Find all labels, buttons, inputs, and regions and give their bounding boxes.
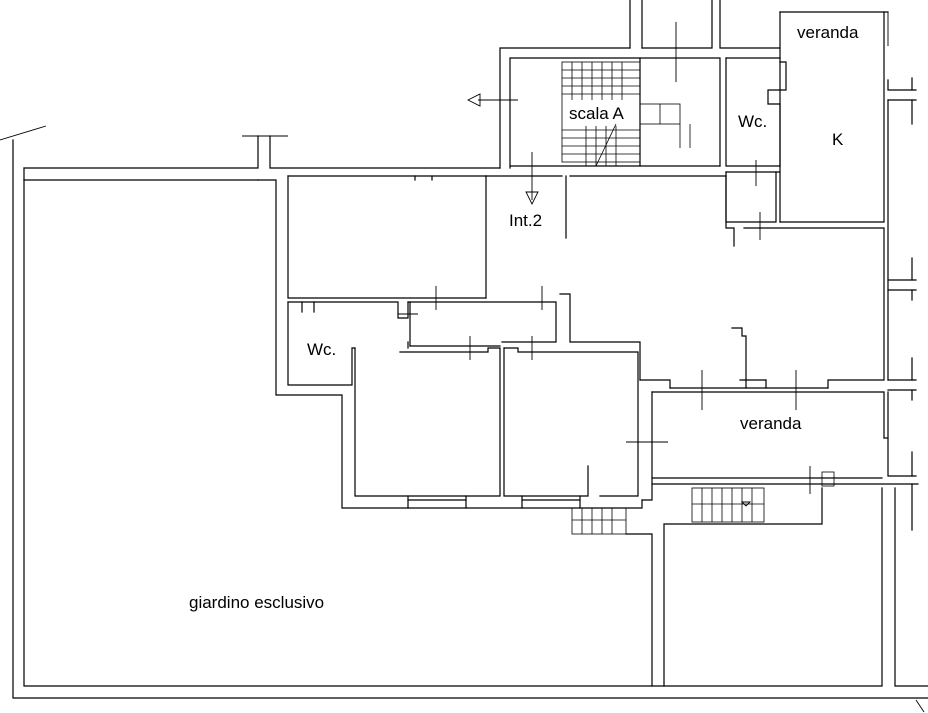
label-wc-right: Wc. bbox=[738, 112, 767, 131]
label-garden: giardino esclusivo bbox=[189, 593, 324, 612]
label-int-2: Int.2 bbox=[509, 211, 542, 230]
label-scala-a: scala A bbox=[569, 104, 624, 123]
direction-arrows bbox=[466, 93, 752, 507]
stairs-scala-a bbox=[561, 61, 691, 167]
label-veranda-top: veranda bbox=[797, 23, 859, 42]
garden-boundary bbox=[0, 125, 928, 713]
label-kitchen: K bbox=[832, 130, 844, 149]
building-walls bbox=[257, 0, 919, 531]
stairs-garden bbox=[571, 471, 835, 687]
label-veranda-middle: veranda bbox=[740, 414, 802, 433]
label-wc-left: Wc. bbox=[307, 340, 336, 359]
